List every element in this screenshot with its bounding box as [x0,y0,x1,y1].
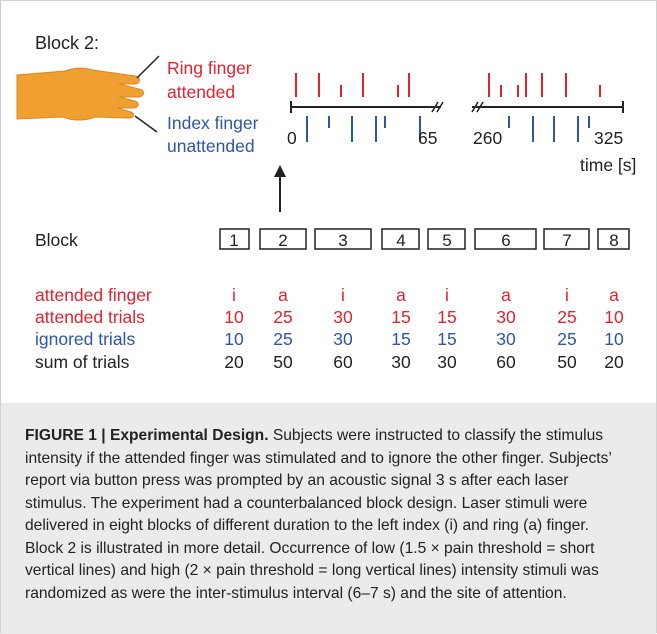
table-cell: a [501,285,511,305]
block-box-2 [259,228,307,250]
index-finger-label: Index finger [167,113,259,133]
row-label-ignored-trials: ignored trials [35,329,135,349]
experimental-design-diagram: Block 2: Ring finger attended Index fing… [16,33,636,372]
figure-caption: FIGURE 1 | Experimental Design. Subjects… [1,403,656,634]
block-label-5: 5 [442,231,451,250]
caption-title: FIGURE 1 | Experimental Design. [25,427,269,444]
block-box-8 [597,228,630,250]
table-cell: i [232,285,236,305]
timeline-segment-1 [290,73,444,142]
block-label-2: 2 [278,231,287,250]
hand-icon [16,67,144,121]
tick-label-260: 260 [473,128,502,148]
table-cell: 10 [604,329,624,349]
block-box-7 [543,228,590,250]
trials-table: attended finger attended trials ignored … [35,285,624,372]
tick-label-65: 65 [418,128,437,148]
table-cell: a [396,285,406,305]
block-box-4 [381,228,420,250]
table-cell: 30 [333,329,353,349]
table-cell: 25 [273,329,292,349]
row-label-sum-of-trials: sum of trials [35,352,130,372]
caption-text: Subjects were instructed to classify the… [25,427,612,602]
block-label-1: 1 [229,231,238,250]
table-cell: 20 [224,352,244,372]
timeline-segment-2 [471,73,624,142]
block-box-6 [474,228,537,250]
arrow-up-icon [274,165,286,212]
table-cell: 30 [333,307,353,327]
table-cell: i [341,285,345,305]
block-label-6: 6 [501,231,510,250]
block-boxes [219,228,630,250]
ring-finger-label: Ring finger [167,58,252,78]
block-box-1 [219,228,250,250]
table-cell: i [445,285,449,305]
caption-paragraph: FIGURE 1 | Experimental Design. Subjects… [25,425,630,605]
table-cell: 50 [557,352,577,372]
table-cell: 25 [273,307,292,327]
block-label-7: 7 [562,231,571,250]
table-cell: 15 [437,329,456,349]
attended-label: attended [167,82,235,102]
block-box-5 [427,228,466,250]
table-cell: 25 [557,307,576,327]
table-cell: a [278,285,288,305]
unattended-label: unattended [167,136,255,156]
table-cell: 25 [557,329,576,349]
block-label-3: 3 [338,231,347,250]
table-cell: 60 [496,352,516,372]
row-label-attended-finger: attended finger [35,285,152,305]
block-label-4: 4 [396,231,405,250]
table-cell: 30 [496,307,516,327]
table-cell: 10 [224,307,244,327]
block-title: Block 2: [35,33,99,53]
table-cell: 30 [391,352,411,372]
table-cell: 15 [391,307,410,327]
table-cell: a [609,285,619,305]
table-cell: 30 [496,329,516,349]
table-cell: 60 [333,352,353,372]
index-finger-pointer [134,115,158,133]
tick-label-325: 325 [594,128,623,148]
table-cell: 15 [437,307,456,327]
table-cell: 10 [224,329,244,349]
table-cell: 15 [391,329,410,349]
table-cell: i [565,285,569,305]
table-cell: 10 [604,307,624,327]
time-axis-label: time [s] [580,155,636,175]
ring-finger-pointer [136,55,160,79]
tick-label-0: 0 [287,128,297,148]
block-label-8: 8 [609,231,618,250]
table-cell: 20 [604,352,624,372]
table-cell: 50 [273,352,293,372]
row-label-attended-trials: attended trials [35,307,145,327]
block-box-3 [314,228,372,250]
table-cell: 30 [437,352,457,372]
block-row-label: Block [35,230,78,250]
